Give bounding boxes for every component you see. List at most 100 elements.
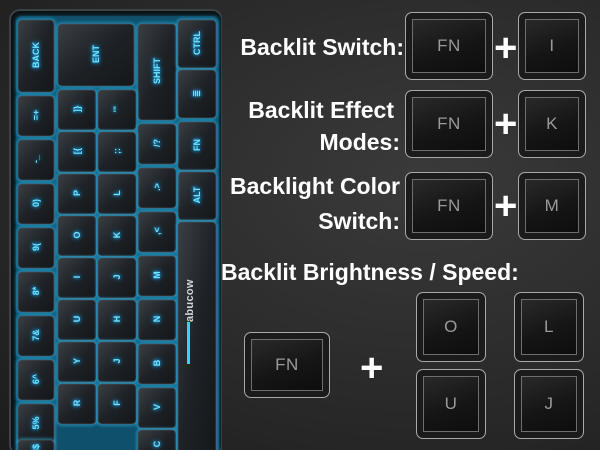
keycap-space: [177, 221, 217, 450]
keycap-k_c: [137, 429, 177, 450]
keycap-k_k: [97, 215, 137, 257]
keycap-legend: F: [112, 400, 122, 406]
k-keycap-label: K: [546, 114, 558, 133]
l-keycap: L: [514, 292, 584, 362]
brand-logo: abucow: [184, 279, 196, 322]
keycap-k_comma: [137, 211, 177, 253]
backlight-color-title-line2: Switch:: [318, 208, 400, 234]
keycap-legend: [{: [72, 147, 82, 155]
backlit-effect-title-line2: Modes:: [319, 129, 401, 155]
keycap-legend: 0): [31, 199, 41, 208]
keycap-legend: ≣: [191, 89, 202, 98]
keycap-legend: J: [112, 274, 122, 280]
keycap-k_minus: [17, 139, 55, 181]
fn-keycap-label: FN: [437, 196, 461, 215]
i-keycap: I: [518, 12, 586, 80]
j-keycap-label: J: [544, 394, 554, 413]
backlit-switch-title: Backlit Switch:: [240, 34, 404, 60]
k-keycap: K: [518, 90, 586, 158]
keycap-k_m: [137, 255, 177, 297]
keycap-k_9: [17, 227, 55, 269]
fn-keycap: FN: [244, 332, 330, 398]
keycap-legend: BACK: [31, 42, 41, 68]
keycap-k_h: [97, 299, 137, 341]
plus-icon: +: [494, 184, 518, 228]
keycap-legend: .>: [152, 183, 162, 191]
keycap-legend: CTRL: [192, 31, 202, 55]
u-keycap-label: U: [444, 394, 458, 413]
keycap-legend: 4$: [31, 444, 41, 450]
j-keycap: J: [514, 369, 584, 439]
keyboard-illustration: [9, 9, 222, 450]
keycap-legend: V: [152, 404, 162, 411]
keycap-legend: SHIFT: [152, 58, 162, 84]
keycap-k_r: [57, 383, 97, 425]
keycap-legend: P: [72, 190, 82, 197]
keycap-k_dot: [137, 167, 177, 209]
keycap-legend: Y: [72, 358, 82, 365]
keycap-k_j: [97, 257, 137, 299]
backlit-brightness-title: Backlit Brightness / Speed:: [221, 259, 519, 285]
fn-keycap-label: FN: [275, 355, 299, 374]
keycap-legend: M: [152, 271, 162, 279]
keycap-k_y: [57, 341, 97, 383]
keycap-k_rb: [57, 89, 97, 131]
m-keycap: M: [518, 172, 586, 240]
keycap-legend: B: [152, 359, 162, 367]
keycap-k_slash: [137, 123, 177, 165]
keycap-legend: L: [112, 190, 122, 196]
keycap-alt: [177, 171, 217, 221]
keycap-legend: H: [112, 315, 122, 323]
keycap-k_v: [137, 387, 177, 429]
fn-keycap-label: FN: [437, 114, 461, 133]
brand-light-bar: [187, 322, 190, 364]
keycap-legend: ]}: [72, 105, 82, 113]
keycap-back: [17, 19, 55, 93]
keycap-k_p: [57, 173, 97, 215]
keycap-legend: J: [112, 358, 122, 364]
backlight-color-title: Backlight Color: [230, 173, 400, 199]
keycap-legend: -_: [31, 155, 41, 164]
keycap-k_lb: [57, 131, 97, 173]
plus-icon: +: [494, 102, 518, 146]
keycap-legend: ALT: [192, 186, 202, 204]
plus-icon: +: [360, 346, 384, 390]
keycap-legend: 9(: [31, 243, 41, 252]
keycap-k_4: [17, 439, 55, 450]
keycap-legend: O: [72, 231, 82, 239]
keycap-k_b: [137, 343, 177, 385]
keycap-k_0: [17, 183, 55, 225]
keycap-legend: 7&: [31, 329, 41, 341]
keycap-legend: C: [152, 440, 162, 448]
fn-keycap: FN: [405, 12, 493, 80]
keycap-k_quote: [97, 89, 137, 131]
keycap-legend: ENT: [91, 45, 101, 63]
keycap-legend: R: [72, 399, 82, 407]
keycap-legend: ,<: [152, 227, 162, 235]
keycap-legend: I: [72, 275, 82, 279]
fn-keycap-label: FN: [437, 36, 461, 55]
keycap-legend: =+: [31, 109, 41, 121]
keycap-k_o: [57, 215, 97, 257]
keycap-ent: [57, 23, 135, 87]
keycap-k_semi: [97, 131, 137, 173]
backlit-effect-title: Backlit Effect: [248, 97, 394, 123]
keycap-ctrl: [177, 19, 217, 69]
keycap-legend: /?: [152, 139, 162, 147]
keycap-legend: 6^: [31, 373, 41, 385]
keycap-legend: N: [152, 315, 162, 323]
keycap-legend: K: [112, 231, 122, 239]
keycap-k_7: [17, 315, 55, 357]
keycap-k_8: [17, 271, 55, 313]
keycap-legend: FN: [192, 139, 202, 151]
keycap-legend: U: [72, 315, 82, 323]
keycap-k_eq: [17, 95, 55, 137]
keycap-k_j: [97, 341, 137, 383]
keycap-k_n: [137, 299, 177, 341]
fn-keycap: FN: [405, 172, 493, 240]
keycap-k_6: [17, 359, 55, 401]
keycap-legend: ;:: [112, 148, 122, 154]
i-keycap-label: I: [549, 36, 555, 55]
l-keycap-label: L: [544, 317, 554, 336]
